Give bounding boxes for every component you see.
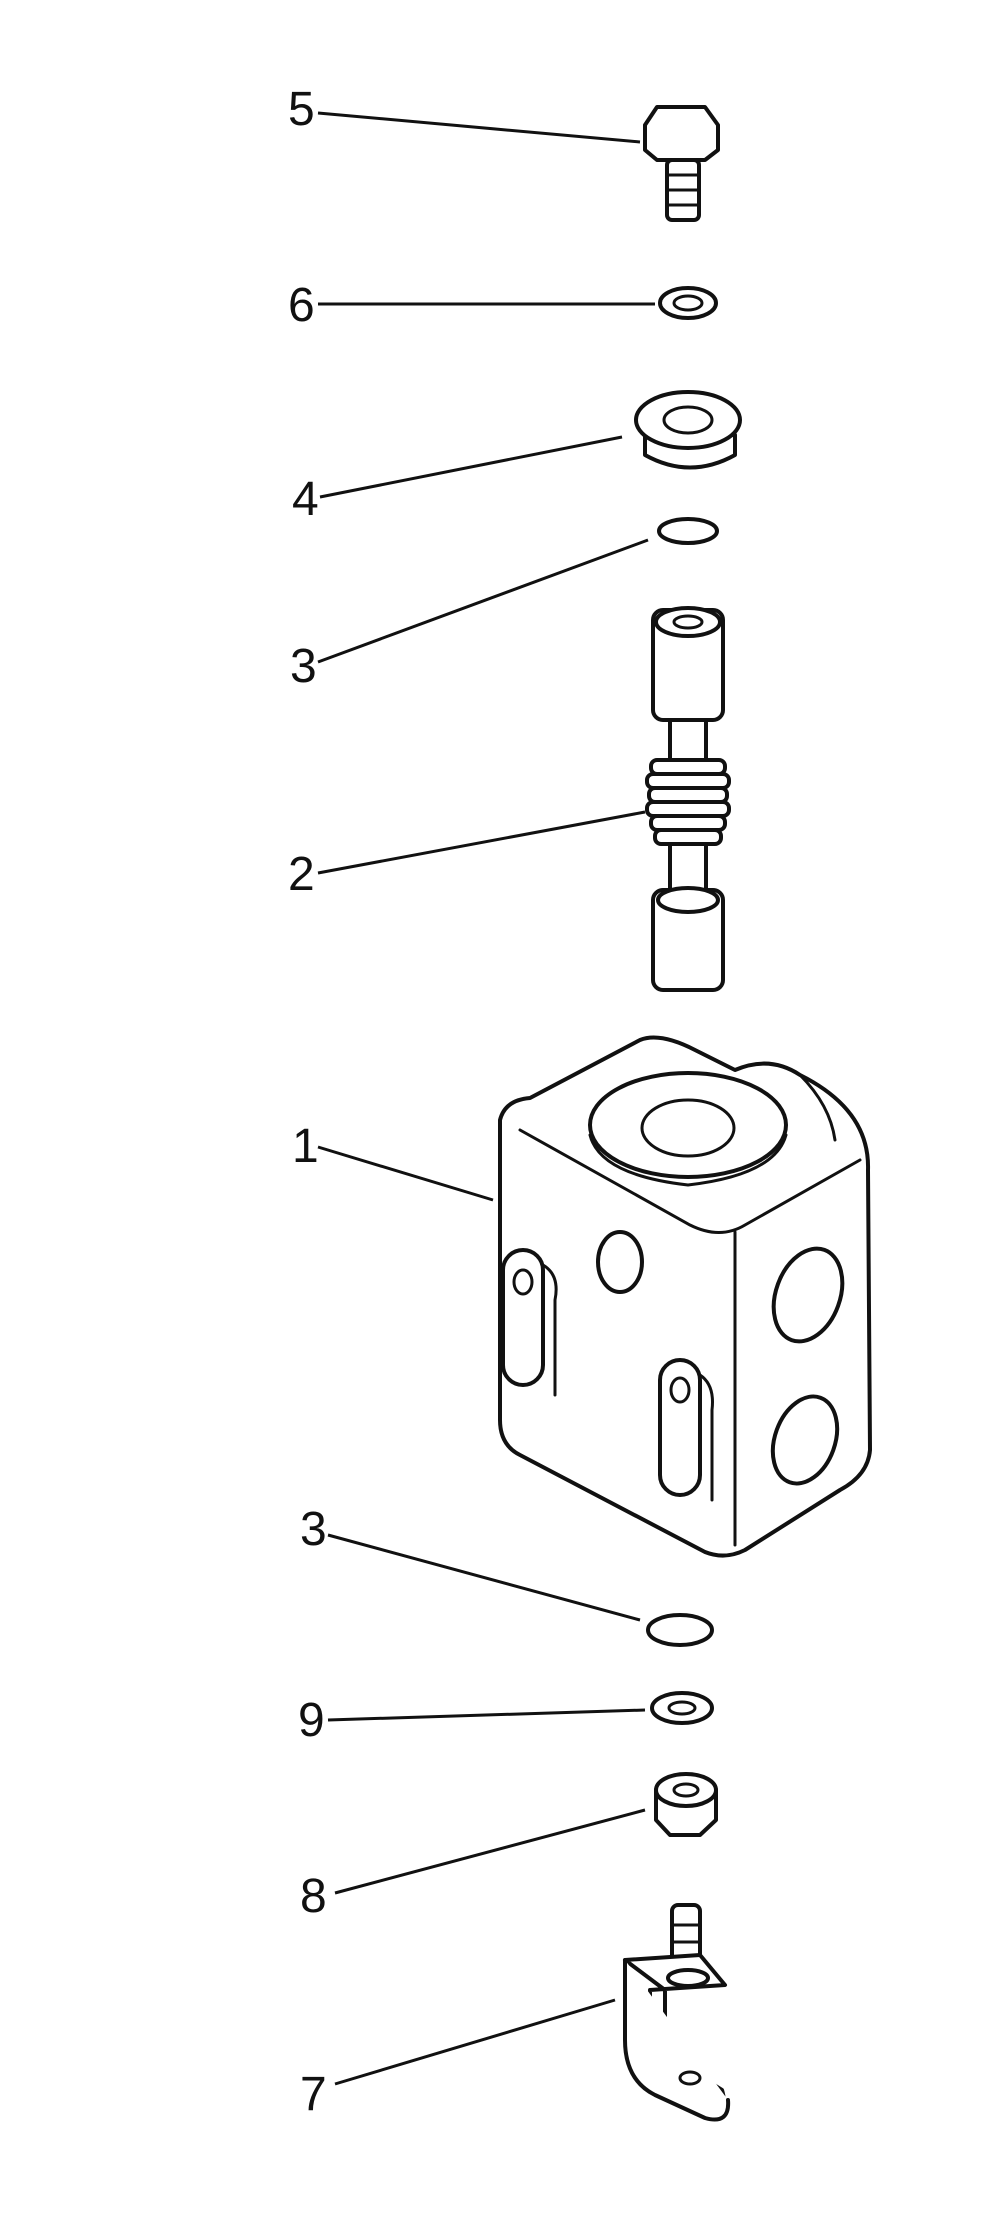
leader-line-7 (334, 1998, 616, 2086)
callout-labels: 5 6 4 3 2 1 3 9 8 7 (288, 83, 327, 2121)
part-6-snap-ring (658, 286, 718, 320)
part-4-plug (634, 390, 742, 470)
callout-3-upper: 3 (290, 640, 317, 693)
part-8-nut (654, 1772, 718, 1837)
callout-1: 1 (292, 1120, 319, 1173)
part-3-o-ring-upper (657, 517, 719, 545)
leader-line-3-lower (327, 1533, 641, 1622)
part-3-o-ring-lower (646, 1613, 714, 1647)
leader-line-9 (327, 1708, 646, 1722)
leader-lines (317, 111, 655, 2086)
leader-line-8 (334, 1808, 646, 1895)
part-9-washer (650, 1691, 714, 1725)
part-1-valve-body (498, 1035, 872, 1558)
leader-line-5 (317, 111, 641, 144)
part-7-bracket (623, 1903, 731, 2122)
callout-4: 4 (292, 473, 319, 526)
part-5-bolt (643, 105, 720, 222)
callout-5: 5 (288, 83, 315, 136)
callout-6: 6 (288, 279, 315, 332)
callout-2: 2 (288, 848, 315, 901)
part-2-spool (645, 606, 731, 992)
callout-8: 8 (300, 1870, 327, 1923)
leader-line-1 (317, 1145, 494, 1202)
callout-7: 7 (300, 2068, 327, 2121)
leader-line-3-upper (317, 538, 649, 664)
callout-3-lower: 3 (300, 1503, 327, 1556)
callout-9: 9 (298, 1694, 325, 1747)
leader-line-2 (317, 810, 646, 875)
leader-line-4 (319, 435, 623, 499)
